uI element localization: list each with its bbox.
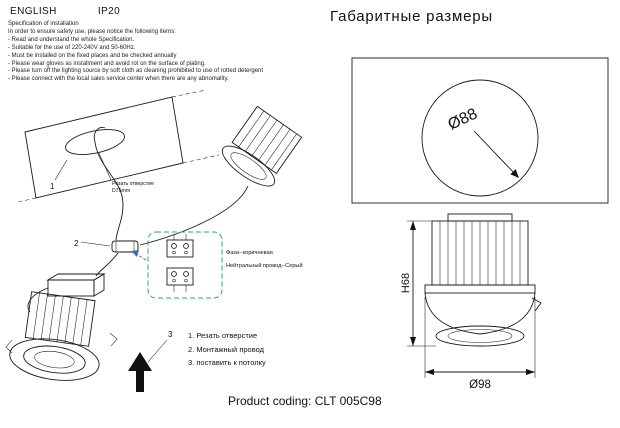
spec-title: Specification of installation xyxy=(8,21,79,27)
ip-rating-label: IP20 xyxy=(97,6,121,17)
wiring-detail-box xyxy=(131,231,223,299)
cutout-circle xyxy=(421,79,539,197)
cutout-view-frame xyxy=(351,57,609,204)
spec-item: - Must be installed on the fixed places … xyxy=(8,52,177,59)
hole-size-value: D75mm xyxy=(112,188,130,194)
spring-clips xyxy=(5,332,118,354)
spec-item: - Please turn off the lighting source by… xyxy=(8,68,264,75)
cable-connector xyxy=(111,240,139,253)
height-dimension: H68 xyxy=(400,220,436,347)
spec-item: - Suitable for the use of 220-240V and 5… xyxy=(8,44,136,51)
downlight-bottom xyxy=(5,291,118,381)
height-label: H68 xyxy=(400,273,412,293)
marker-1: 1 xyxy=(50,182,55,191)
wire-phase-label: Фаза--коричневая xyxy=(226,250,273,256)
spec-item: - Please wear gloves as installment and … xyxy=(8,60,206,67)
detail-arrow xyxy=(135,253,147,261)
spec-item: - Read and understand the whole Specific… xyxy=(8,36,135,43)
marker-2: 2 xyxy=(74,239,79,248)
detail-arrowhead-icon xyxy=(131,250,139,257)
wire-neutral-label: Нейтральный провод--Серый xyxy=(226,262,303,269)
marker-3: 3 xyxy=(168,330,173,339)
ceiling-panel xyxy=(17,89,220,203)
downlight-tilted xyxy=(221,105,303,187)
diameter-label: Ø98 xyxy=(469,379,491,391)
step-item: 3. поставить к потолку xyxy=(188,358,266,367)
product-coding: Product coding: CLT 005C98 xyxy=(228,394,382,408)
language-label: ENGLISH xyxy=(10,6,57,17)
lamp-side-view xyxy=(424,213,542,347)
cutout-hole xyxy=(65,129,125,155)
spec-block: Specification of installation In order t… xyxy=(8,21,313,84)
spec-item: - Please connect with the local sales se… xyxy=(8,76,229,83)
diameter-dimension: Ø98 xyxy=(424,297,536,391)
dim-arrowhead-icon xyxy=(510,169,519,178)
mounting-clip xyxy=(531,297,542,312)
power-cable xyxy=(93,126,249,246)
driver-box xyxy=(27,252,119,313)
steps-list: 1. Резать отверстие 2. Монтажный провод … xyxy=(188,329,266,370)
hole-size-label: Резать отверстие xyxy=(112,181,154,187)
up-arrow-icon xyxy=(128,352,152,392)
installation-diagram: 1 2 3 Резать отверстие D75mm Фаза--корич… xyxy=(5,89,303,392)
header: ENGLISH IP20 xyxy=(10,6,120,17)
dimensions-diagram: Ø88 H68 Ø98 xyxy=(351,57,609,391)
spec-intro: In order to ensure safety use, please no… xyxy=(8,28,176,35)
cutout-diameter-label: Ø88 xyxy=(445,105,480,133)
step-item: 2. Монтажный провод xyxy=(188,344,265,354)
dimensions-title: Габаритные размеры xyxy=(330,8,493,25)
step-item: 1. Резать отверстие xyxy=(188,331,258,340)
